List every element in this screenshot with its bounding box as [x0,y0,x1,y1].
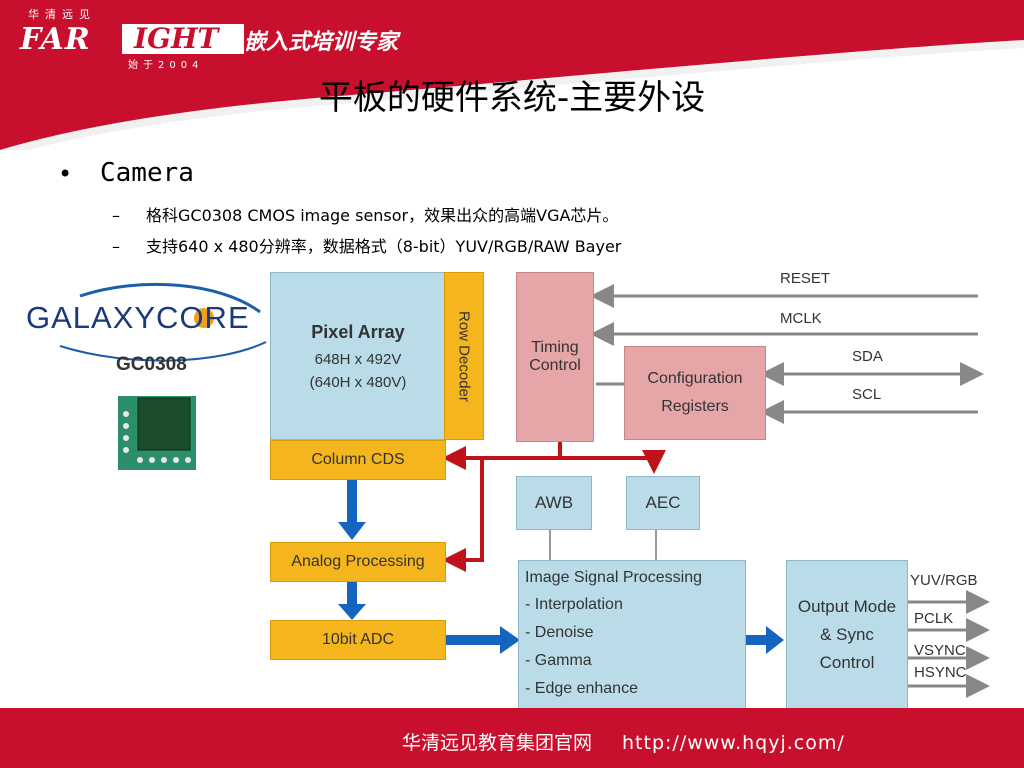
isp-block: Image Signal Processing - Interpolation … [518,560,746,710]
pixel-array-line2: (640H x 480V) [309,373,407,391]
isp-item: - Interpolation [525,596,623,613]
pixel-array-title: Pixel Array [311,321,405,342]
signal-reset: RESET [780,270,831,287]
analog-processing-block: Analog Processing [270,542,446,582]
logo-far: FAR [20,22,91,57]
slide-title: 平板的硬件系统-主要外设 [318,78,706,118]
isp-item: - Edge enhance [525,680,638,697]
signal-vsync: VSYNC [914,642,966,659]
subitem-text: 支持640 x 480分辨率，数据格式（8-bit）YUV/RGB/RAW Ba… [146,237,622,256]
vendor-logo-art [59,282,267,362]
footer-org-name: 华清远见教育集团官网 [402,732,593,754]
vendor-logo-text: GALAXYCORE [26,300,250,335]
footer-url[interactable]: http://www.hqyj.com/ [622,732,845,754]
camera-block-diagram: Pixel Array 648H x 492V (640H x 480V) Ro… [268,268,990,714]
diagram-connectors [338,284,990,698]
bullet-dot: • [58,160,73,188]
slogan: 嵌入式培训专家 [244,30,399,55]
bullet-heading: Camera [100,158,194,188]
row-decoder-block: Row Decoder [444,272,484,440]
footer-band: 华清远见教育集团官网 http://www.hqyj.com/ [0,708,1024,768]
adc-block: 10bit ADC [270,620,446,660]
signal-yuv-rgb: YUV/RGB [910,572,978,589]
aec-block: AEC [626,476,700,530]
chip-model: GC0308 [116,354,187,375]
signal-hsync: HSYNC [914,664,967,681]
logo-chinese-name: 华清远见 [28,8,96,21]
signal-scl: SCL [852,386,882,403]
logo-since: 始于2004 [128,60,204,71]
pixel-array-line1: 648H x 492V [314,350,402,368]
header-band [0,0,1024,150]
isp-item: - Denoise [525,624,594,641]
column-cds-block: Column CDS [270,440,446,480]
row-decoder-label: Row Decoder [455,310,473,402]
signal-sda: SDA [852,348,883,365]
subitem-text: 格科GC0308 CMOS image sensor，效果出众的高端VGA芯片。 [146,206,619,225]
pixel-array-block: Pixel Array 648H x 492V (640H x 480V) [270,272,446,440]
signal-pclk: PCLK [914,610,954,627]
config-registers-block: Configuration Registers [624,346,766,440]
isp-item: - Gamma [525,652,592,669]
timing-control-block: Timing Control [516,272,594,442]
bullet-subitem: –格科GC0308 CMOS image sensor，效果出众的高端VGA芯片… [112,206,619,225]
bullet-subitem: –支持640 x 480分辨率，数据格式（8-bit）YUV/RGB/RAW B… [112,237,622,256]
logo-ight: IGHT [122,24,244,54]
awb-block: AWB [516,476,592,530]
signal-mclk: MCLK [780,310,822,327]
footer-text: 华清远见教育集团官网 http://www.hqyj.com/ [402,728,845,755]
chip-image [118,396,196,470]
isp-title: Image Signal Processing [525,569,702,586]
output-sync-block: Output Mode & Sync Control [786,560,908,710]
vendor-logo-panel: GALAXYCORE GC0308 [20,272,270,472]
